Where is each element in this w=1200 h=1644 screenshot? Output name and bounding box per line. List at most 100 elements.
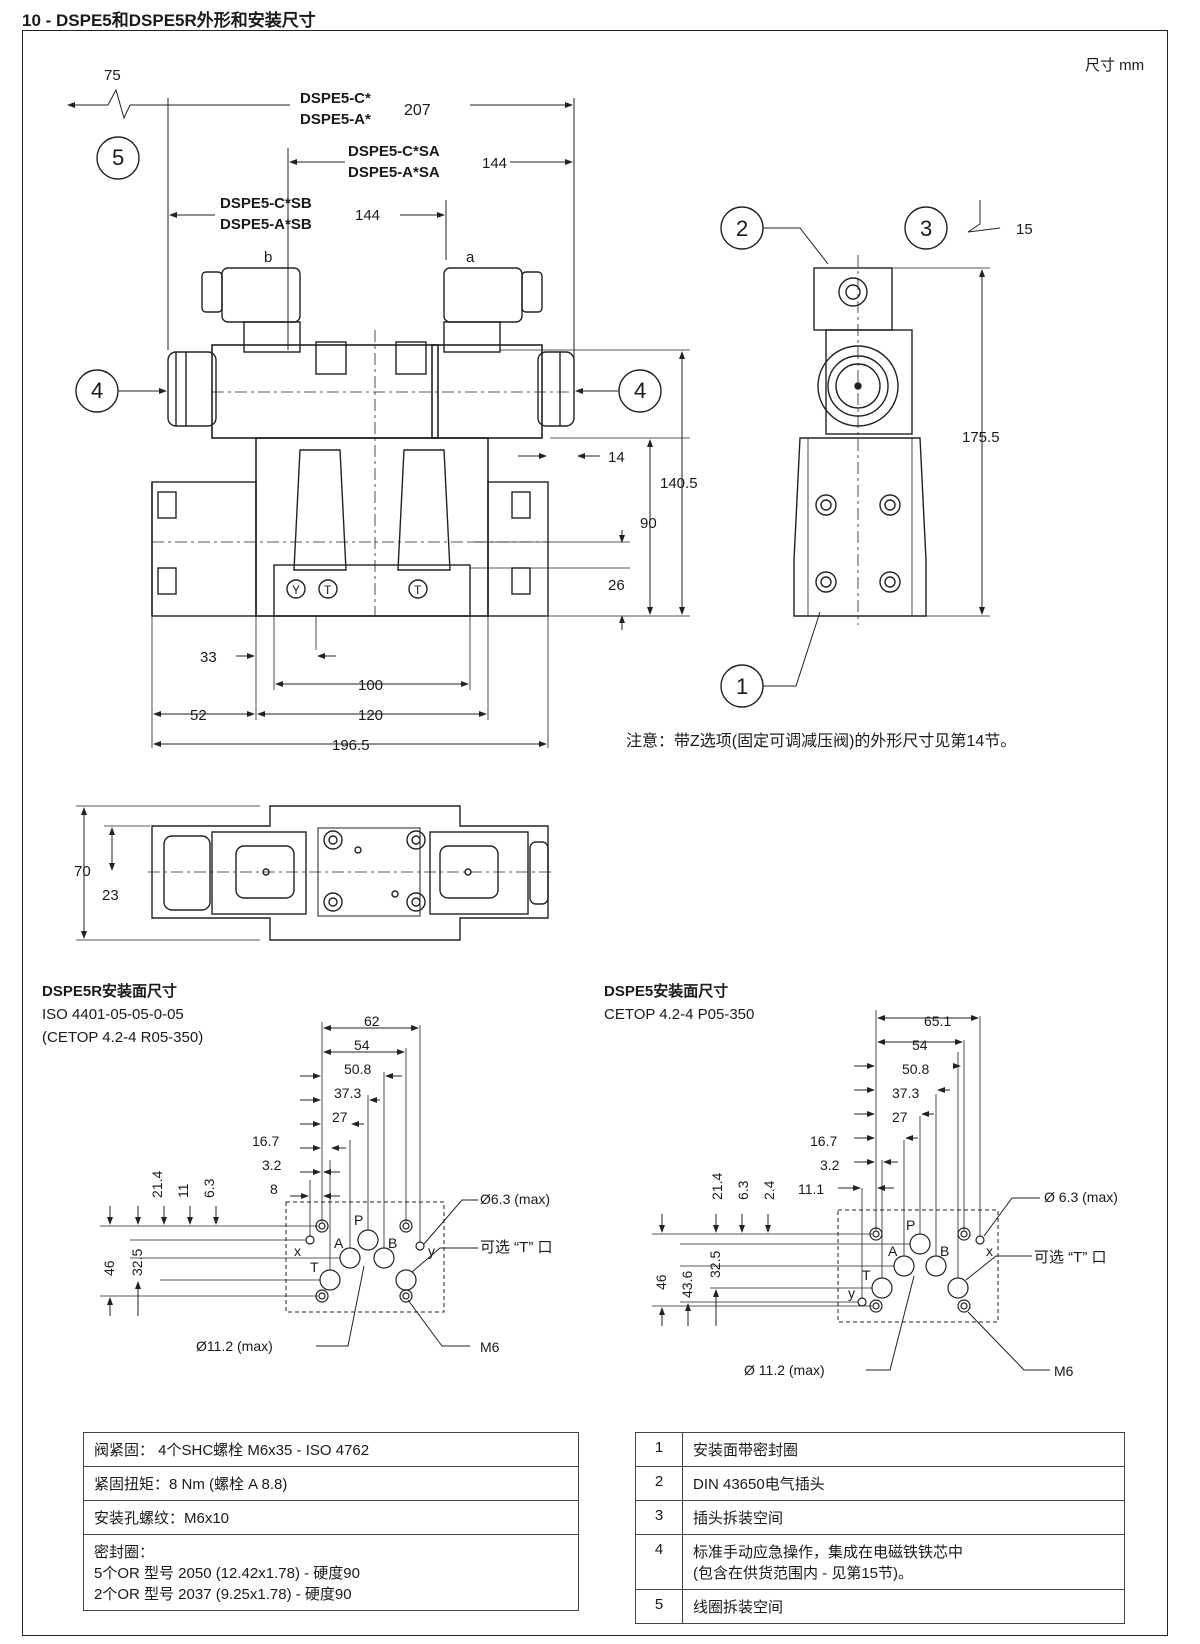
dspe5-title: DSPE5安装面尺寸 [604,982,728,1000]
spec-thread: 安装孔螺纹：M6x10 [83,1500,579,1535]
dspe5r-d-port: Ø11.2 (max) [196,1338,273,1354]
dspe5r-port-a: A [334,1235,344,1251]
dspe5r-dim-37-3: 37.3 [334,1085,361,1101]
dim-52: 52 [190,707,207,724]
legend-text-4: 标准手动应急操作，集成在电磁铁铁芯中 (包含在供货范围内 - 见第15节)。 [682,1534,1125,1590]
dspe5r-dim-54: 54 [354,1037,370,1053]
dspe5-m6: M6 [1054,1363,1074,1379]
table-row: 阀紧固： 4个SHC螺栓 M6x35 - ISO 4762 [83,1432,579,1467]
solenoid-a-label: a [466,249,475,266]
dspe5r-port-t: T [310,1259,319,1275]
dim-70: 70 [74,863,91,880]
dspe5-dim-50-8: 50.8 [902,1061,929,1077]
dspe5-dim-46: 46 [653,1274,669,1290]
legend-num: 5 [635,1589,683,1624]
side-view [720,200,1001,708]
port-t1-label: T [324,583,332,597]
dim-14: 14 [608,449,625,466]
legend-num: 1 [635,1432,683,1467]
plan-view [76,805,552,941]
dspe5r-dim-46: 46 [101,1260,117,1276]
dspe5-optional-t: 可选 “T” 口 [1034,1249,1107,1266]
dspe5r-dim-11: 11 [175,1183,191,1198]
callout-3-number: 3 [920,216,932,241]
dspe5-port-p: P [906,1217,915,1233]
dspe5-dim-43-6: 43.6 [679,1271,695,1298]
dspe5-dim-32-5: 32.5 [707,1251,723,1278]
dspe5r-dim-27: 27 [332,1109,348,1125]
dspe5r-port-x: x [294,1243,301,1259]
callout-5-number: 5 [112,145,124,170]
dspe5-port-t: T [862,1267,871,1283]
callout-3-circle [904,206,948,250]
dspe5r-optional-t: 可选 “T” 口 [480,1239,553,1256]
dspe5r-dim-50-8: 50.8 [344,1061,371,1077]
port-y-circle [286,579,306,599]
dim-26: 26 [608,577,625,594]
table-row: 3 插头拆装空间 [635,1500,1125,1535]
label-dspe5-csb: DSPE5-C*SB [220,195,312,212]
dspe5r-dim-16-7: 16.7 [252,1133,279,1149]
top-elevation-view [67,88,690,748]
dspe5r-dim-8: 8 [270,1181,278,1197]
label-dspe5-asb: DSPE5-A*SB [220,216,312,233]
drawing-frame [22,30,1168,1636]
fastening-specs-table: 阀紧固： 4个SHC螺栓 M6x35 - ISO 4762 紧固扭矩：8 Nm … [83,1432,579,1611]
label-dspe5-asa: DSPE5-A*SA [348,164,440,181]
dspe5-dim-11-1: 11.1 [798,1181,824,1197]
callout-1-number: 1 [736,674,748,699]
legend-num: 2 [635,1466,683,1501]
port-t1-circle [318,579,338,599]
dspe5r-dim-6-3: 6.3 [201,1178,217,1198]
dim-100: 100 [358,677,383,694]
callout-4-right-number: 4 [634,378,646,403]
side-view-note: 注意：带Z选项(固定可调减压阀)的外形尺寸见第14节。 [626,731,1016,750]
solenoid-b-label: b [264,249,272,266]
dim-140-5: 140.5 [660,475,698,492]
dim-120: 120 [358,707,383,724]
dspe5-mounting-surface [652,1010,1050,1371]
units-label: 尺寸 mm [1085,57,1144,74]
legend-text-4-line-2: (包含在供货范围内 - 见第15节)。 [693,1565,914,1582]
dspe5r-port-b: B [388,1235,397,1251]
dspe5-port-x: x [986,1243,993,1259]
dspe5-port-y: y [848,1285,855,1301]
legend-text: 插头拆装空间 [682,1500,1125,1535]
seal-title: 密封圈： [94,1544,155,1561]
dim-15: 15 [1016,221,1033,238]
legend-text: 线圈拆装空间 [682,1589,1125,1624]
dspe5r-port-p: P [354,1212,363,1228]
spec-torque: 紧固扭矩：8 Nm (螺栓 A 8.8) [83,1466,579,1501]
dspe5r-d-max: Ø6.3 (max) [480,1191,550,1207]
dspe5-dim-21-4: 21.4 [709,1173,725,1200]
dim-144-sb: 144 [355,207,380,224]
dspe5-dim-65-1: 65.1 [924,1013,951,1029]
dspe5r-dim-3-2: 3.2 [262,1157,282,1173]
legend-table: 1 安装面带密封圈 2 DIN 43650电气插头 3 插头拆装空间 4 标准手… [635,1432,1125,1624]
table-row: 紧固扭矩：8 Nm (螺栓 A 8.8) [83,1466,579,1501]
dim-75: 75 [104,67,121,84]
port-y-label: Y [292,583,300,597]
table-row: 4 标准手动应急操作，集成在电磁铁铁芯中 (包含在供货范围内 - 见第15节)。 [635,1534,1125,1590]
callout-2-number: 2 [736,216,748,241]
legend-text: 安装面带密封圈 [682,1432,1125,1467]
legend-text-4-line-1: 标准手动应急操作，集成在电磁铁铁芯中 [693,1544,964,1561]
callout-5-circle [96,136,140,180]
dim-175-5: 175.5 [962,429,1000,446]
dspe5-dim-27: 27 [892,1109,908,1125]
label-dspe5-c: DSPE5-C* [300,90,371,107]
dspe5r-standard-cetop: (CETOP 4.2-4 R05-350) [42,1029,203,1046]
dspe5-dim-3-2: 3.2 [820,1157,840,1173]
label-dspe5-a: DSPE5-A* [300,111,371,128]
dim-207: 207 [404,102,431,119]
dspe5-d-max: Ø 6.3 (max) [1044,1189,1118,1205]
dim-196-5: 196.5 [332,737,370,754]
table-row: 密封圈： 5个OR 型号 2050 (12.42x1.78) - 硬度90 2个… [83,1534,579,1611]
dspe5-dim-16-7: 16.7 [810,1133,837,1149]
callout-4-left-number: 4 [91,378,103,403]
dspe5r-dim-62: 62 [364,1013,380,1029]
dspe5-dim-54: 54 [912,1037,928,1053]
dim-144-sa: 144 [482,155,507,172]
dspe5-standard: CETOP 4.2-4 P05-350 [604,1006,754,1023]
